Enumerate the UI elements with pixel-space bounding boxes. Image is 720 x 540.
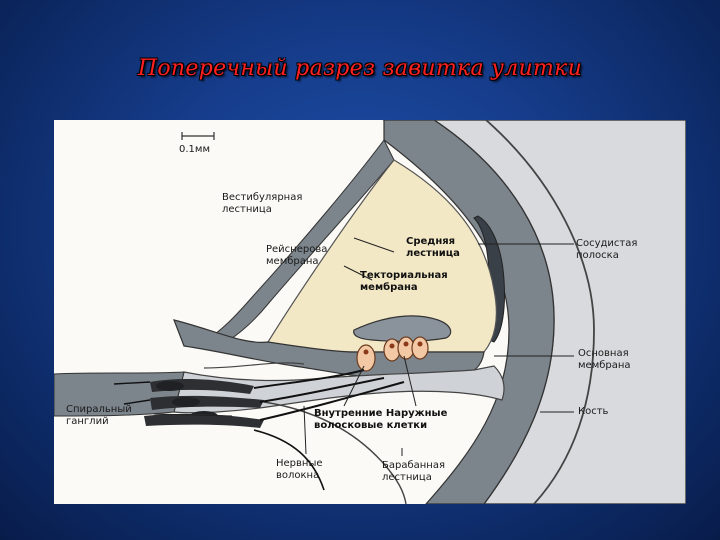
- cochlea-drawing: [54, 120, 686, 504]
- label-tympanic-scala: Барабанная лестница: [382, 460, 445, 483]
- label-scala-media: Средняя лестница: [406, 236, 460, 259]
- label-basilar-membrane: Основная мембрана: [578, 348, 631, 371]
- label-reissner-membrane: Рейснерова мембрана: [266, 244, 328, 267]
- cochlea-cross-section-figure: 0.1мм Вестибулярная лестница Рейснерова …: [54, 120, 686, 504]
- bone-arc-outer: [485, 120, 595, 504]
- scale-bar: [181, 132, 215, 140]
- tectorial-membrane: [353, 315, 452, 342]
- scale-label: 0.1мм: [179, 144, 210, 155]
- spiral-ganglion: [144, 379, 264, 428]
- label-vestibular-scala: Вестибулярная лестница: [222, 192, 303, 215]
- slide-title: Поперечный разрез завитка улитки: [137, 56, 583, 81]
- label-nerve-fibers: Нервные волокна: [276, 458, 323, 481]
- label-hair-cells: Внутренние Наружные волосковые клетки: [314, 408, 448, 431]
- label-spiral-ganglion: Спиральный ганглий: [66, 404, 132, 427]
- label-tectorial-membrane: Текториальная мембрана: [360, 270, 448, 293]
- label-bone: Кость: [578, 406, 609, 417]
- leader-lines: [153, 237, 574, 456]
- label-stria-vascularis: Сосудистая полоска: [576, 238, 638, 261]
- tympanic-boundary-2: [203, 362, 305, 369]
- nerve-fibers: [113, 369, 405, 491]
- hair-cells: [356, 336, 429, 372]
